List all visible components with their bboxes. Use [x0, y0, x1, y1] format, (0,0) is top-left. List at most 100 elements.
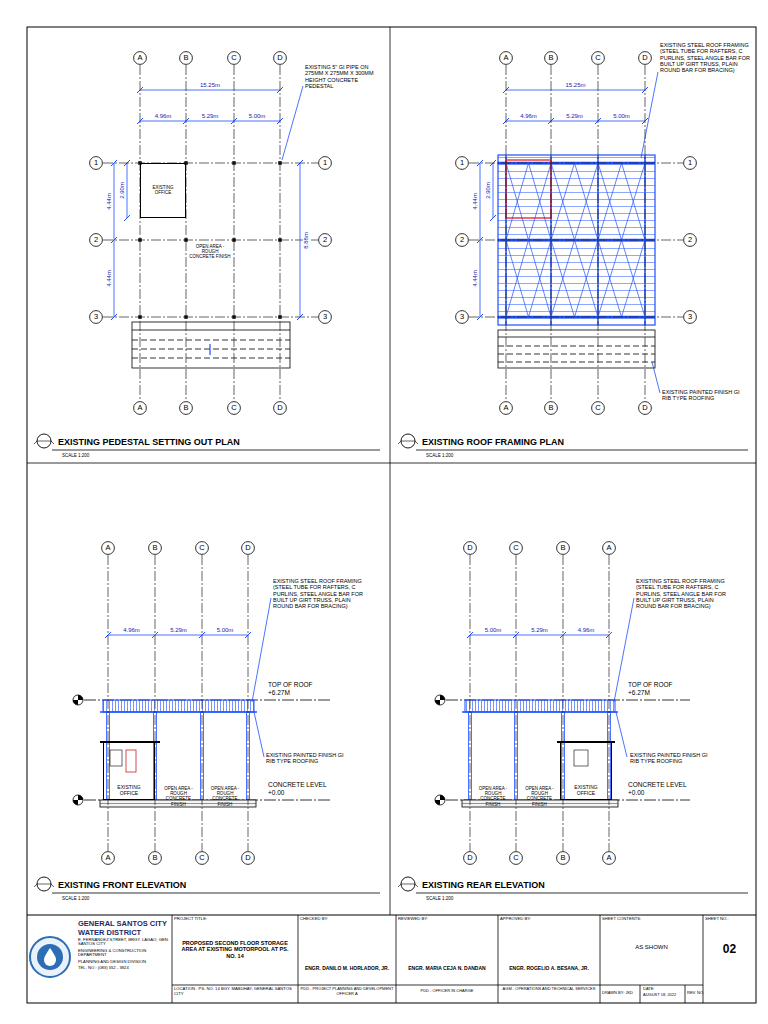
bubble-circle [134, 402, 147, 415]
grid-bubble: A [101, 851, 115, 865]
bubble-circle [592, 52, 605, 65]
level-symbol [73, 795, 83, 805]
grid-bubble: D [638, 401, 652, 415]
grid-bubble: C [195, 541, 209, 555]
grid-line [563, 555, 564, 851]
grid-bubble: C [509, 541, 523, 555]
bubble-circle [500, 52, 513, 65]
grid-bubble: A [602, 541, 616, 555]
dimension-text: 15.25m [556, 82, 596, 89]
level-symbol [435, 795, 445, 805]
dimension-text: 5.00m [239, 113, 275, 120]
level-value: +0.00 [628, 789, 644, 796]
view-divider [27, 463, 756, 464]
dimension-text: 4.96m [511, 113, 547, 120]
grid-bubble: 3 [455, 310, 469, 324]
grid-label: B [152, 544, 157, 552]
org-detail: ENGINEERING & CONSTRUCTION DEPARTMENT [78, 949, 172, 959]
dimension-line [140, 90, 280, 91]
callout-note: EXISTING PAINTED FINISH GI RIB TYPE ROOF… [266, 752, 346, 765]
area-note: OPEN AREA - ROUGH CONCRETE FINISH [189, 244, 231, 260]
grid-bubble: B [556, 851, 570, 865]
grid-bubble: 2 [455, 233, 469, 247]
grid-label: 1 [688, 159, 692, 167]
bubble-circle [102, 852, 115, 865]
band-outline [132, 322, 290, 368]
grid-bubble: 1 [89, 156, 103, 170]
room-label: EXISTING OFFICE [146, 186, 180, 196]
bubble-circle [319, 311, 332, 324]
grid-label: B [152, 854, 157, 862]
grid-label: 2 [460, 236, 464, 244]
grid-label: A [503, 54, 508, 62]
dimension-text: 4.44m [105, 270, 112, 287]
grid-label: B [183, 54, 188, 62]
grid-bubble: 3 [683, 310, 697, 324]
leader-line [616, 712, 627, 757]
bubble-circle [319, 234, 332, 247]
office-box: EXISTING OFFICE [140, 163, 186, 218]
band-mark [209, 344, 210, 355]
grid-bubble: A [602, 851, 616, 865]
office-box: EXISTING OFFICE [560, 742, 612, 800]
level-value: +0.00 [268, 789, 284, 796]
grid-bubble: D [273, 51, 287, 65]
grid-bubble: 2 [318, 233, 332, 247]
bubble-circle [180, 52, 193, 65]
dimension-line [506, 90, 645, 91]
grid-line [103, 317, 318, 318]
dimension-text: 8.88m [302, 231, 309, 250]
grid-label: B [183, 404, 188, 412]
grid-label: D [277, 54, 282, 62]
logo-ring [30, 937, 70, 977]
bubble-circle [456, 157, 469, 170]
grid-bubble: C [509, 851, 523, 865]
area-note: OPEN AREA - ROUGH CONCRETE FINISH [160, 786, 198, 807]
scale-note: SCALE 1:200 [426, 453, 453, 458]
logo-drop [44, 948, 56, 966]
grid-label: B [548, 54, 553, 62]
view-title: EXISTING REAR ELEVATION [422, 880, 545, 890]
bubble-circle [180, 402, 193, 415]
section-symbol [398, 434, 418, 448]
bubble-circle [90, 311, 103, 324]
section-symbol [34, 877, 54, 891]
level-value: +6.27M [628, 689, 650, 696]
grid-line [469, 317, 683, 318]
view-title-marks [34, 434, 748, 893]
roof-chord [100, 711, 257, 713]
window [110, 750, 122, 766]
section-symbol [34, 434, 54, 448]
roof-truss [465, 700, 615, 712]
dimension-text: 5.29m [522, 627, 558, 634]
grid-bubble: C [591, 401, 605, 415]
field-label: CHECKED BY: [300, 917, 328, 922]
symbol-line [34, 884, 54, 887]
bubble-circle [464, 852, 477, 865]
field-label: SHEET NO.: [705, 917, 729, 922]
door [126, 750, 136, 772]
dimension-text: 4.44m [471, 193, 478, 210]
level-fill [73, 795, 83, 805]
level-circle [435, 795, 445, 805]
grid-bubble: 2 [89, 233, 103, 247]
grid-label: D [245, 544, 250, 552]
org-logo [30, 937, 70, 977]
cell-line [172, 985, 703, 986]
grid-label: B [560, 854, 565, 862]
grid-bubble: B [179, 51, 193, 65]
signatory-name: ENGR. ROGELIO A. BESANA, JR. [500, 966, 598, 972]
title-underline [416, 893, 748, 894]
grid-label: C [513, 544, 518, 552]
callout-note: EXISTING STEEL ROOF FRAMING (STEEL TUBE … [273, 578, 368, 610]
callout-note: EXISTING STEEL ROOF FRAMING (STEEL TUBE … [636, 578, 734, 610]
grid-label: A [606, 544, 611, 552]
grid-bubble: 3 [318, 310, 332, 324]
grid-label: 3 [688, 313, 692, 321]
band-dash [498, 362, 655, 363]
org-name: GENERAL SANTOS CITY WATER DISTRICT [78, 920, 172, 937]
leader-line [641, 72, 658, 158]
bubble-circle [510, 542, 523, 555]
